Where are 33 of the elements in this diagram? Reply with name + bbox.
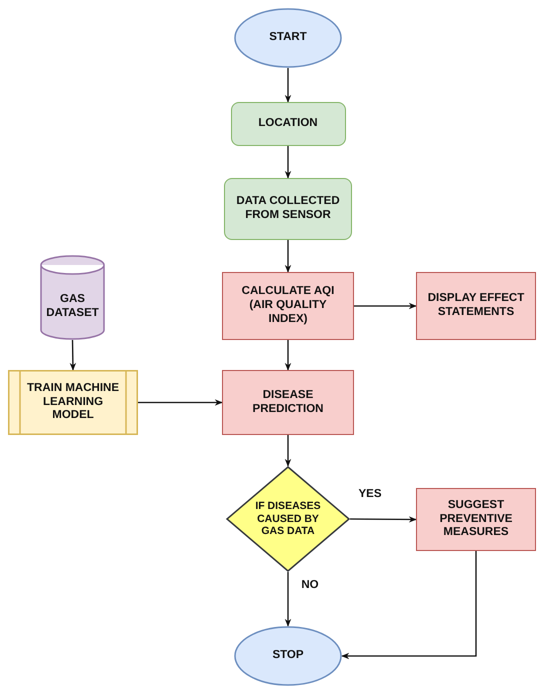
node-label: SUGGEST PREVENTIVE MEASURES bbox=[438, 498, 514, 540]
process-box bbox=[222, 370, 354, 435]
arrow bbox=[284, 240, 292, 273]
arrow bbox=[70, 340, 76, 371]
arrow bbox=[284, 435, 292, 467]
node-label: DATA COLLECTED FROM SENSOR bbox=[235, 195, 341, 223]
subprocess-box bbox=[8, 370, 138, 435]
arrow bbox=[341, 551, 477, 660]
node-label: DISPLAY EFFECT STATEMENTS bbox=[426, 292, 526, 320]
process-box bbox=[222, 272, 354, 340]
arrow bbox=[284, 146, 292, 179]
node-label: CALCULATE AQI (AIR QUALITY INDEX) bbox=[240, 285, 336, 327]
node-label: DISEASE PREDICTION bbox=[252, 388, 324, 416]
arrow bbox=[284, 68, 292, 103]
node-label: START bbox=[269, 31, 307, 45]
process-box bbox=[416, 272, 536, 340]
arrow bbox=[354, 302, 417, 310]
arrow bbox=[350, 516, 417, 523]
node-label: IF DISEASES CAUSED BY GAS DATA bbox=[254, 500, 322, 538]
database-cylinder bbox=[40, 255, 105, 340]
decision-diamond bbox=[226, 466, 350, 572]
node-label: LOCATION bbox=[258, 117, 318, 131]
process-box bbox=[224, 178, 352, 240]
node-label: STOP bbox=[272, 649, 304, 663]
arrow bbox=[284, 572, 292, 627]
arrow bbox=[138, 399, 223, 406]
arrow bbox=[284, 340, 292, 371]
process-box bbox=[416, 488, 536, 551]
process-box bbox=[230, 102, 346, 146]
stop-terminal bbox=[234, 626, 342, 686]
start-terminal bbox=[234, 8, 342, 68]
node-label: TRAIN MACHINE LEARNING MODEL bbox=[26, 382, 120, 424]
node-label: GAS DATASET bbox=[45, 292, 100, 320]
